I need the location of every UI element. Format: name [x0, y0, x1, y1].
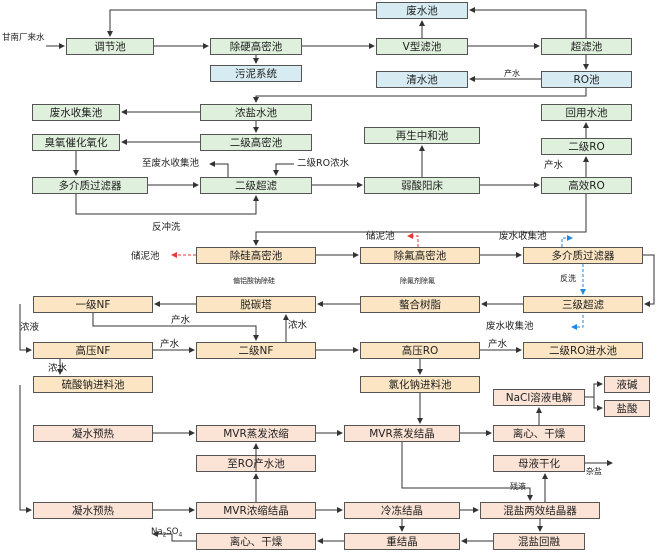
hardness-removal-clarifier: 除硬高密池: [210, 38, 302, 55]
centrifuge-dry-1: 离心、干燥: [493, 425, 585, 442]
label-sludge-tank-top: 储泥池: [366, 231, 395, 242]
mother-liquor-drying: 母液干化: [493, 455, 585, 472]
weak-acid-cation-bed: 弱酸阳床: [364, 177, 480, 194]
ultrafiltration-tank: 超滤池: [541, 38, 632, 55]
label-waste-collection-top: 废水收集池: [499, 231, 547, 242]
silica-removal-clarifier: 除硅高密池: [196, 247, 316, 264]
sodium-chloride-feed-tank: 氯化钠进料池: [360, 376, 480, 393]
regulating-tank: 调节池: [66, 38, 154, 55]
label-product-nf: 产水: [171, 315, 191, 326]
sodium-sulfate-feed-tank: 硫酸钠进料池: [33, 376, 153, 393]
label-concentrate-nf: 浓液: [20, 322, 40, 333]
arrow-electrolysis-to-acid: [593, 397, 603, 411]
waste-water-tank: 废水池: [376, 2, 468, 19]
arrow-crystallization-to-mixed: [401, 442, 533, 501]
liquid-caustic: 液碱: [604, 376, 650, 393]
ozone-catalytic-oxidation: 臭氧催化氧化: [32, 134, 120, 151]
arrow-waste-to-regulating: [107, 9, 376, 37]
arrow-electrolysis-to-caustic: [585, 381, 603, 398]
ro-tank: RO池: [541, 71, 632, 88]
label-sludge-tank-left: 储泥池: [131, 251, 160, 262]
label-concentrate-sulfate: 浓水: [48, 363, 68, 374]
multimedia-filter-1: 多介质过滤器: [32, 177, 148, 194]
arrow-he-ro-to-silica: [253, 194, 587, 246]
label-backwash: 反冲洗: [152, 222, 181, 233]
label-fluoride-reagent: 除氟剂除氟: [400, 277, 435, 285]
label-secondary-ro-concentrate: 二级RO浓水: [297, 158, 350, 169]
arrow-centrifuge2-to-product: [152, 531, 196, 542]
label-silica-reagent: 偏铝酸钠除硅: [233, 277, 275, 285]
secondary-nf: 二级NF: [196, 342, 316, 359]
arrow-sulfate-to-preheat2: [19, 385, 32, 513]
decarbonization-tower: 脱碳塔: [196, 296, 316, 313]
mvr-concentration-crystallization: MVR浓缩结晶: [196, 502, 316, 519]
na2so4-so: SO: [166, 527, 179, 537]
label-product-hpnf: 产水: [160, 339, 180, 350]
arrow-uf-to-waste: [469, 7, 587, 38]
primary-nf: 一级NF: [33, 296, 153, 313]
label-residue: 残液: [510, 482, 526, 491]
arrow-backwash: [75, 194, 259, 215]
multimedia-filter-2: 多介质过滤器: [523, 247, 643, 264]
condensate-preheat-2: 凝水预热: [33, 502, 153, 519]
blue-arrow-waste-bottom: [571, 315, 584, 330]
label-backwash-right: 反洗: [560, 274, 576, 283]
arrow-multimedia2-to-tertiary-uf: [643, 254, 655, 307]
waste-water-collection-tank: 废水收集池: [32, 104, 120, 121]
na2so4-sub-2: 2: [162, 531, 167, 539]
condensate-preheat-1: 凝水预热: [33, 425, 153, 442]
mvr-evaporation-concentration: MVR蒸发浓缩: [196, 425, 316, 442]
recrystallization: 重结晶: [344, 533, 460, 550]
label-to-waste-collection: 至废水收集池: [142, 158, 200, 169]
label-ro-product: 产水: [504, 69, 520, 78]
secondary-ro: 二级RO: [541, 138, 632, 155]
label-incoming-water: 甘南厂来水: [2, 33, 45, 43]
high-efficiency-ro: 高效RO: [541, 177, 632, 194]
tertiary-ultrafiltration: 三级超滤: [523, 296, 643, 313]
high-pressure-nf: 高压NF: [33, 342, 153, 359]
mixed-salt-two-effect-crystallizer: 混盐两效结晶器: [480, 502, 600, 519]
clear-water-tank: 清水池: [376, 71, 468, 88]
label-concentrate-decarb: 浓水: [288, 320, 308, 331]
arrow-primary-nf-to-hpnf: [19, 304, 32, 353]
mvr-evaporation-crystallization: MVR蒸发结晶: [344, 425, 460, 442]
label-mixed-salt: 杂盐: [586, 467, 602, 476]
arrow-concentrate-to-uf: [273, 163, 294, 176]
label-product-he: 产水: [544, 160, 564, 171]
freeze-crystallization: 冷冻结晶: [344, 502, 460, 519]
fluoride-removal-clarifier: 除氟高密池: [360, 247, 480, 264]
secondary-ro-feed-tank: 二级RO进水池: [523, 342, 643, 359]
red-arrow-fluoride-sludge: [407, 233, 419, 247]
na2so4-sub-4: 4: [178, 531, 183, 539]
reuse-water-tank: 回用水池: [541, 104, 632, 121]
centrifuge-dry-2: 离心、干燥: [196, 533, 316, 550]
arrow-nf-product-to-secondary-nf: [92, 313, 259, 341]
secondary-ultrafiltration: 二级超滤: [200, 177, 312, 194]
hydrochloric-acid: 盐酸: [604, 400, 650, 417]
v-filter-tank: V型滤池: [376, 38, 468, 55]
brine-tank: 浓盐水池: [200, 104, 312, 121]
arrow-ro-to-brine: [253, 88, 587, 103]
high-pressure-ro: 高压RO: [360, 342, 480, 359]
regeneration-neutralization-tank: 再生中和池: [364, 127, 480, 144]
arrow-uf-to-waste-collection: [209, 161, 229, 177]
nacl-electrolysis: NaCl溶液电解: [493, 389, 585, 406]
label-product-hpro: 产水: [488, 339, 508, 350]
sludge-system: 污泥系统: [210, 65, 302, 82]
label-waste-collection-bottom: 废水收集池: [486, 321, 534, 332]
blue-arrow-waste-top: [561, 235, 573, 247]
secondary-clarifier: 二级高密池: [200, 134, 312, 151]
mixed-salt-remelt: 混盐回融: [493, 533, 585, 550]
chelating-resin: 螯合树脂: [360, 296, 480, 313]
